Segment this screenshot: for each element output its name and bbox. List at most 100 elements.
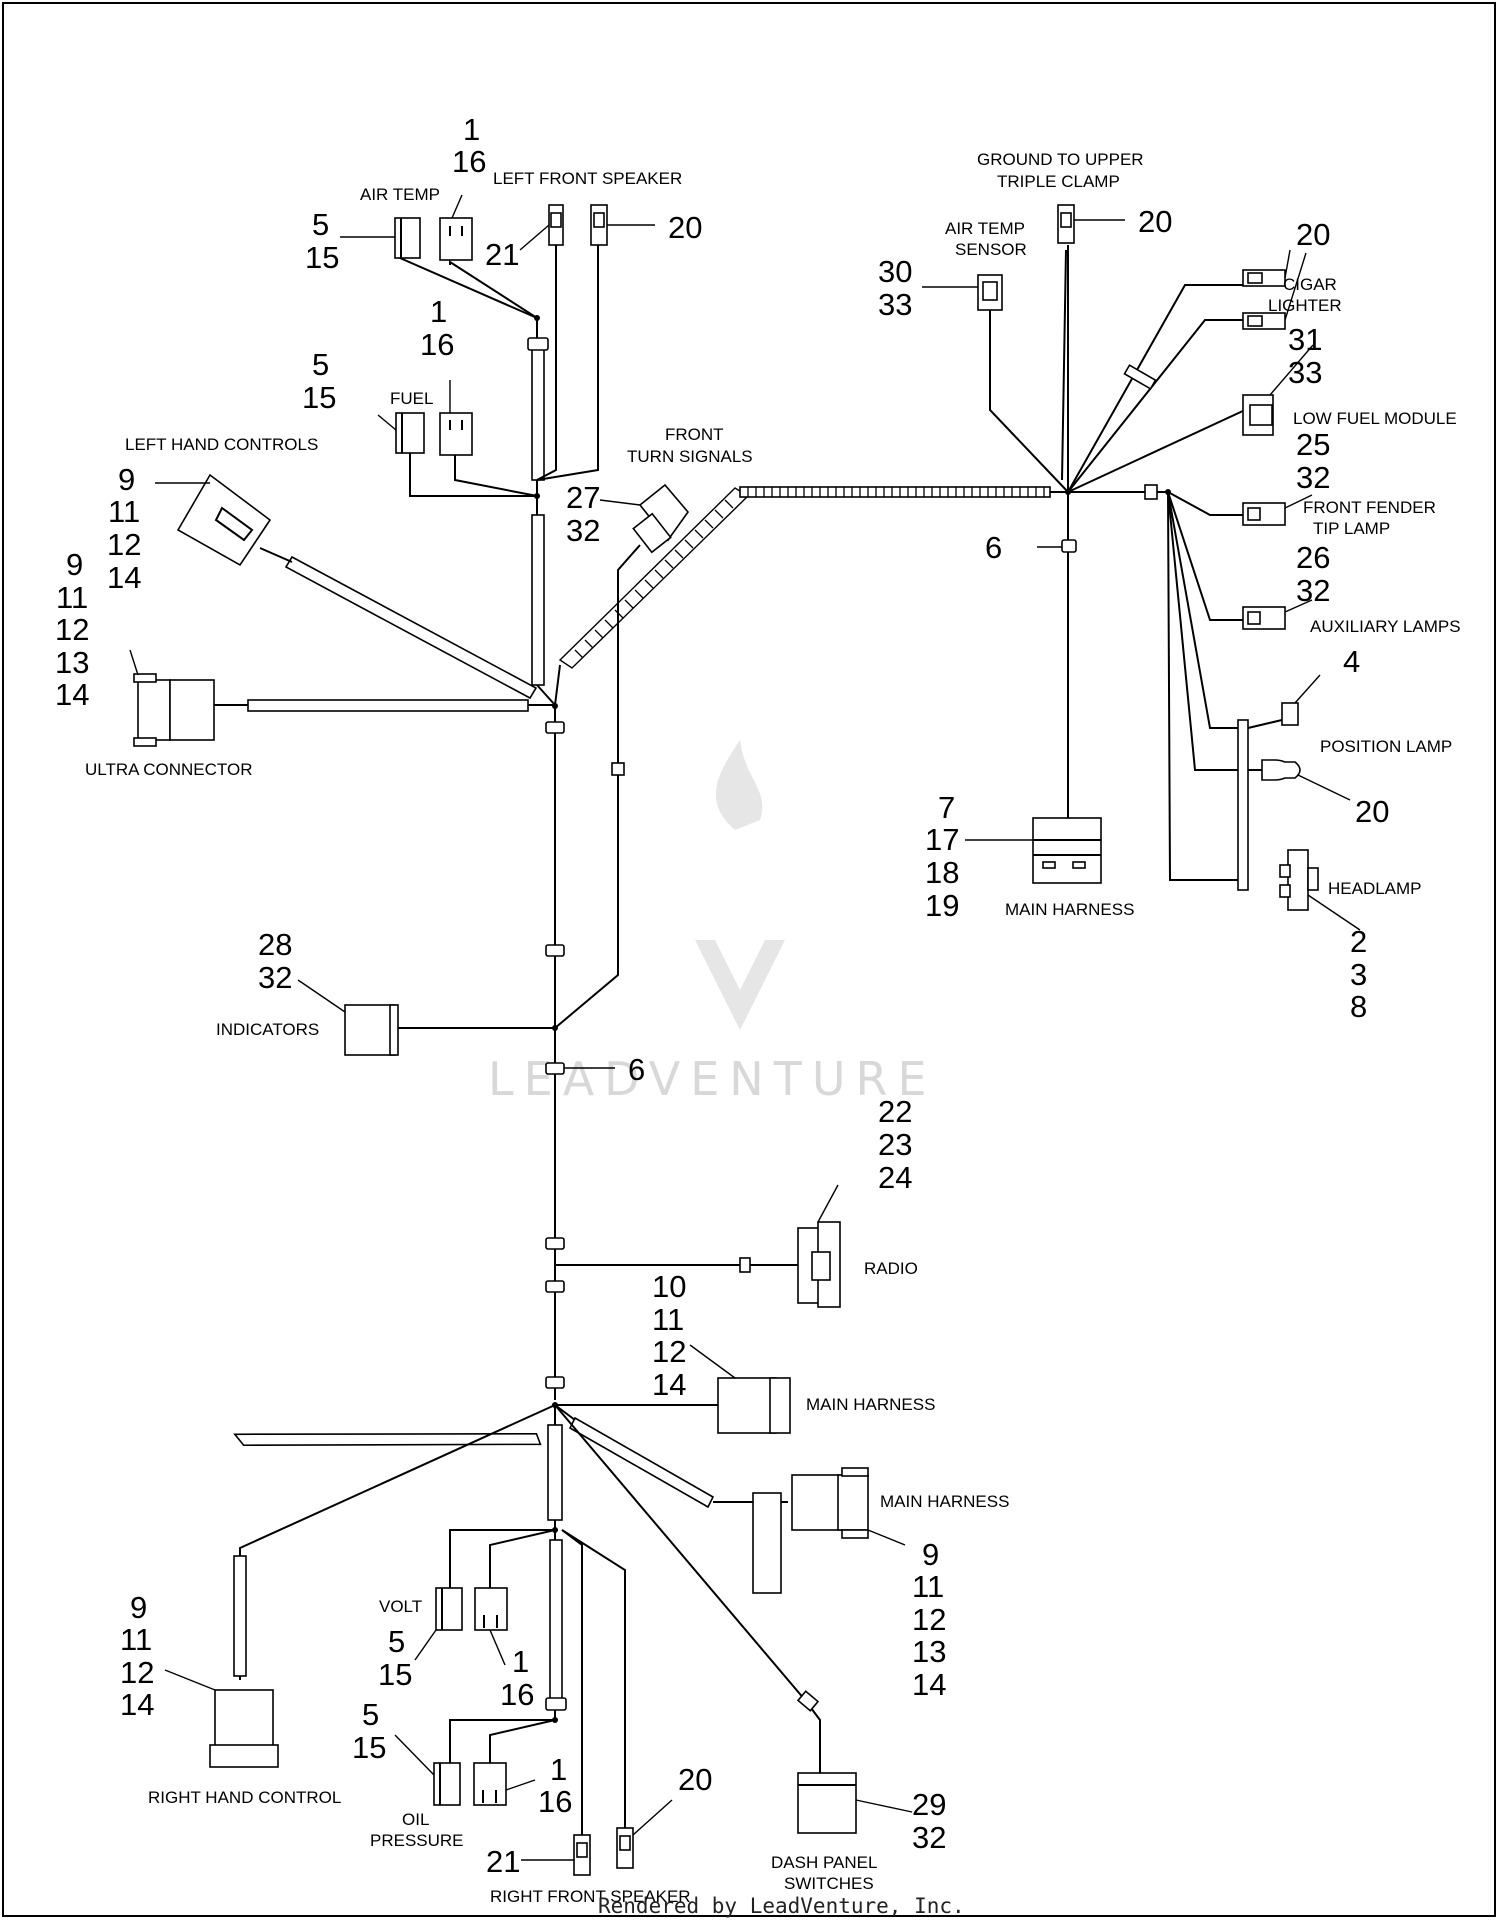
callout: 14 (652, 1367, 686, 1402)
callout: 16 (538, 1784, 572, 1819)
indicators-label: INDICATORS (216, 1020, 319, 1039)
callout: 20 (1296, 217, 1330, 252)
callout: 31 (1288, 322, 1322, 357)
callout: 8 (1350, 989, 1367, 1024)
callout: 32 (1296, 573, 1330, 608)
headlamp: HEADLAMP (1279, 849, 1422, 911)
front-turn-signals-label-1: FRONT (665, 425, 724, 444)
low-fuel-module-label: LOW FUEL MODULE (1293, 409, 1457, 428)
callout: 21 (486, 1844, 520, 1879)
ground-label-1: GROUND TO UPPER (977, 150, 1144, 169)
main-harness-top: MAIN HARNESS (1005, 817, 1134, 919)
callout: 4 (1343, 644, 1360, 679)
fuel-sensor: FUEL (390, 389, 473, 456)
callout: 17 (925, 822, 959, 857)
right-hand-control-label: RIGHT HAND CONTROL (148, 1788, 341, 1807)
cigar-label-2: LIGHTER (1268, 296, 1342, 315)
callout: 15 (352, 1730, 386, 1765)
callout: 32 (258, 960, 292, 995)
main-harness-low: MAIN HARNESS (791, 1467, 1009, 1539)
callout: 21 (485, 237, 519, 272)
callout: 26 (1296, 540, 1330, 575)
callout: 22 (878, 1094, 912, 1129)
radio-label: RADIO (864, 1259, 918, 1278)
callout: 14 (55, 677, 89, 712)
cigar-lighter-connectors: CIGAR LIGHTER (1242, 269, 1342, 330)
callout: 12 (652, 1334, 686, 1369)
air-temp-label: AIR TEMP (360, 185, 440, 204)
callout: 13 (55, 645, 89, 680)
headlamp-label: HEADLAMP (1328, 879, 1422, 898)
callout: 9 (118, 462, 135, 497)
callout: 16 (420, 327, 454, 362)
callout: 28 (258, 927, 292, 962)
main-harness-mid: MAIN HARNESS (555, 1377, 935, 1434)
callout: 20 (1355, 794, 1389, 829)
callout: 1 (550, 1752, 567, 1787)
auxiliary-lamps: AUXILIARY LAMPS (1167, 491, 1461, 636)
position-lamp: POSITION LAMP (1167, 491, 1452, 891)
callout: 29 (912, 1787, 946, 1822)
callout: 15 (378, 1657, 412, 1692)
air-temp-sensor-label-2: SENSOR (955, 240, 1027, 259)
cigar-label-1: CIGAR (1283, 275, 1337, 294)
oil-pressure-sensor: OIL PRESSURE (370, 1762, 507, 1850)
callout: 15 (305, 240, 339, 275)
dash-label-2: SWITCHES (784, 1874, 874, 1893)
callout: 32 (566, 513, 600, 548)
callout: 25 (1296, 427, 1330, 462)
right-front-speaker-label: RIGHT FRONT SPEAKER (490, 1887, 691, 1906)
callout: 1 (463, 112, 480, 147)
main-harness-top-label: MAIN HARNESS (1005, 900, 1134, 919)
front-turn-signals-label-2: TURN SIGNALS (627, 447, 753, 466)
left-front-speaker-label: LEFT FRONT SPEAKER (493, 169, 682, 188)
callout: 12 (912, 1602, 946, 1637)
callout: 5 (312, 347, 329, 382)
callout: 9 (66, 547, 83, 582)
position-lamp-label: POSITION LAMP (1320, 737, 1452, 756)
callout-numbers: 1 16 5 15 21 20 1 16 5 15 9 11 12 14 9 1… (55, 112, 1389, 1879)
callout: 11 (108, 494, 140, 529)
left-hand-controls-label: LEFT HAND CONTROLS (125, 435, 318, 454)
dash-panel-switches: DASH PANEL SWITCHES (771, 1772, 877, 1893)
callout: 11 (56, 580, 88, 615)
callout: 19 (925, 888, 959, 923)
right-hand-control: RIGHT HAND CONTROL (148, 1689, 341, 1807)
callout: 14 (120, 1687, 154, 1722)
low-fuel-module: LOW FUEL MODULE (1242, 394, 1457, 436)
left-speaker-connectors: LEFT FRONT SPEAKER (493, 169, 682, 246)
callout: 20 (1138, 204, 1172, 239)
callout: 13 (912, 1634, 946, 1669)
callout: 30 (878, 254, 912, 289)
air-temp-sensor-label-1: AIR TEMP (945, 219, 1025, 238)
callout: 10 (652, 1269, 686, 1304)
callout: 6 (985, 530, 1002, 565)
callout: 5 (312, 207, 329, 242)
callout: 33 (1288, 355, 1322, 390)
callout: 16 (452, 144, 486, 179)
auxiliary-lamps-label: AUXILIARY LAMPS (1310, 617, 1461, 636)
turn-signal-harness: FRONT TURN SIGNALS (554, 425, 1068, 1029)
callout: 6 (628, 1052, 645, 1087)
callout: 18 (925, 855, 959, 890)
callout: 3 (1350, 957, 1367, 992)
leader-lines (129, 194, 1361, 1861)
callout: 20 (668, 210, 702, 245)
ground-label-2: TRIPLE CLAMP (997, 172, 1120, 191)
callout: 33 (878, 287, 912, 322)
footer-credit: Rendered by LeadVenture, Inc. (598, 1894, 965, 1918)
right-speaker-connectors: RIGHT FRONT SPEAKER (490, 1827, 691, 1906)
front-fender-label-1: FRONT FENDER (1303, 498, 1436, 517)
main-trunk (545, 703, 565, 1400)
air-temp-connector (439, 217, 473, 261)
dash-label-1: DASH PANEL (771, 1853, 877, 1872)
callout: 12 (107, 527, 141, 562)
callout: 24 (878, 1160, 912, 1195)
fuel-label: FUEL (390, 389, 433, 408)
callout: 16 (500, 1677, 534, 1712)
callout: 12 (55, 612, 89, 647)
right-hub (989, 245, 1246, 818)
front-fender-label-2: TIP LAMP (1313, 519, 1390, 538)
callout: 2 (1350, 924, 1367, 959)
